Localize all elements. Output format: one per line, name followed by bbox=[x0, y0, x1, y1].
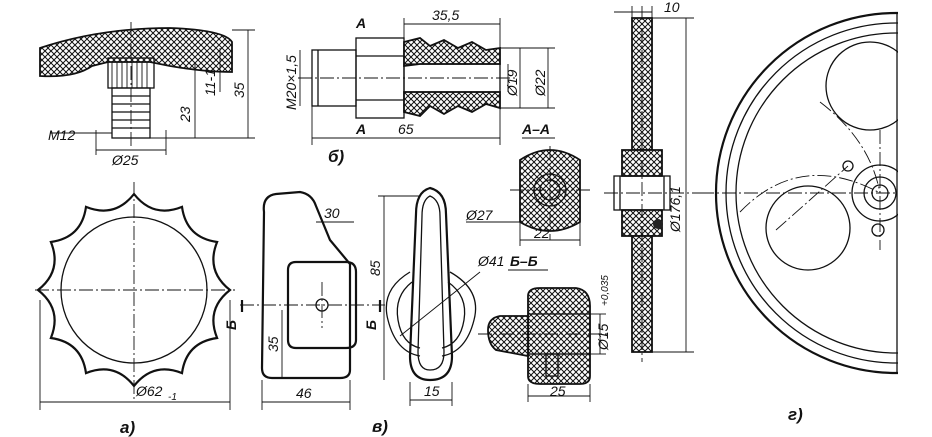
label-b-left: Б bbox=[223, 320, 239, 330]
view-a-section: M12 Ø25 23 11-1 35 bbox=[39, 22, 255, 168]
label-a-bottom: A bbox=[355, 121, 366, 137]
label-m20: M20×1,5 bbox=[283, 55, 299, 110]
view-v-front: 85 15 Ø41 в) bbox=[367, 186, 504, 436]
label-d15: Ø15 bbox=[595, 323, 611, 351]
label-h85: 85 bbox=[367, 260, 383, 276]
title-b-b: Б–Б bbox=[510, 253, 538, 269]
view-v-side: 30 35 46 Б Б bbox=[223, 190, 385, 410]
label-w15: 15 bbox=[424, 383, 440, 399]
label-355: 35,5 bbox=[432, 7, 459, 23]
label-b-right: Б bbox=[363, 320, 379, 330]
label-d25: Ø25 bbox=[111, 152, 139, 168]
label-m12: M12 bbox=[48, 127, 75, 143]
label-d27: Ø27 bbox=[465, 207, 494, 223]
label-h35: 35 bbox=[231, 82, 247, 98]
caption-g: г) bbox=[788, 405, 803, 424]
view-a-plan: Ø62 -1 а) bbox=[35, 182, 235, 437]
view-g-plan: г) bbox=[700, 11, 898, 424]
section-a-a: A–A Ø27 22 bbox=[465, 121, 592, 246]
label-w25: 25 bbox=[549, 383, 566, 399]
view-b: A A 35,5 65 M20×1,5 Ø19 Ø22 б) bbox=[283, 7, 555, 166]
caption-a: а) bbox=[120, 418, 135, 437]
section-b-b: Б–Б Ø15 +0,035 25 bbox=[478, 253, 611, 402]
label-d19: Ø19 bbox=[504, 69, 520, 97]
label-d41: Ø41 bbox=[477, 253, 504, 269]
label-d62: Ø62 bbox=[135, 383, 163, 399]
label-w10: 10 bbox=[664, 0, 680, 15]
label-d22: Ø22 bbox=[532, 69, 548, 97]
title-a-a: A–A bbox=[521, 121, 550, 137]
label-h35: 35 bbox=[265, 336, 281, 352]
label-a-top: A bbox=[355, 15, 366, 31]
label-h23: 23 bbox=[177, 106, 193, 123]
label-d62-tol: -1 bbox=[168, 392, 177, 403]
label-h11: 11-1 bbox=[202, 69, 218, 96]
label-d176: Ø176,1 bbox=[667, 186, 683, 233]
label-w22: 22 bbox=[533, 225, 550, 241]
view-g-section: 10 Ø176,1 bbox=[604, 0, 700, 362]
label-w46: 46 bbox=[296, 385, 312, 401]
label-d15-tol: +0,035 bbox=[600, 275, 611, 306]
caption-b: б) bbox=[328, 147, 345, 166]
label-w30: 30 bbox=[324, 205, 340, 221]
label-65: 65 bbox=[398, 121, 414, 137]
caption-v: в) bbox=[372, 417, 388, 436]
